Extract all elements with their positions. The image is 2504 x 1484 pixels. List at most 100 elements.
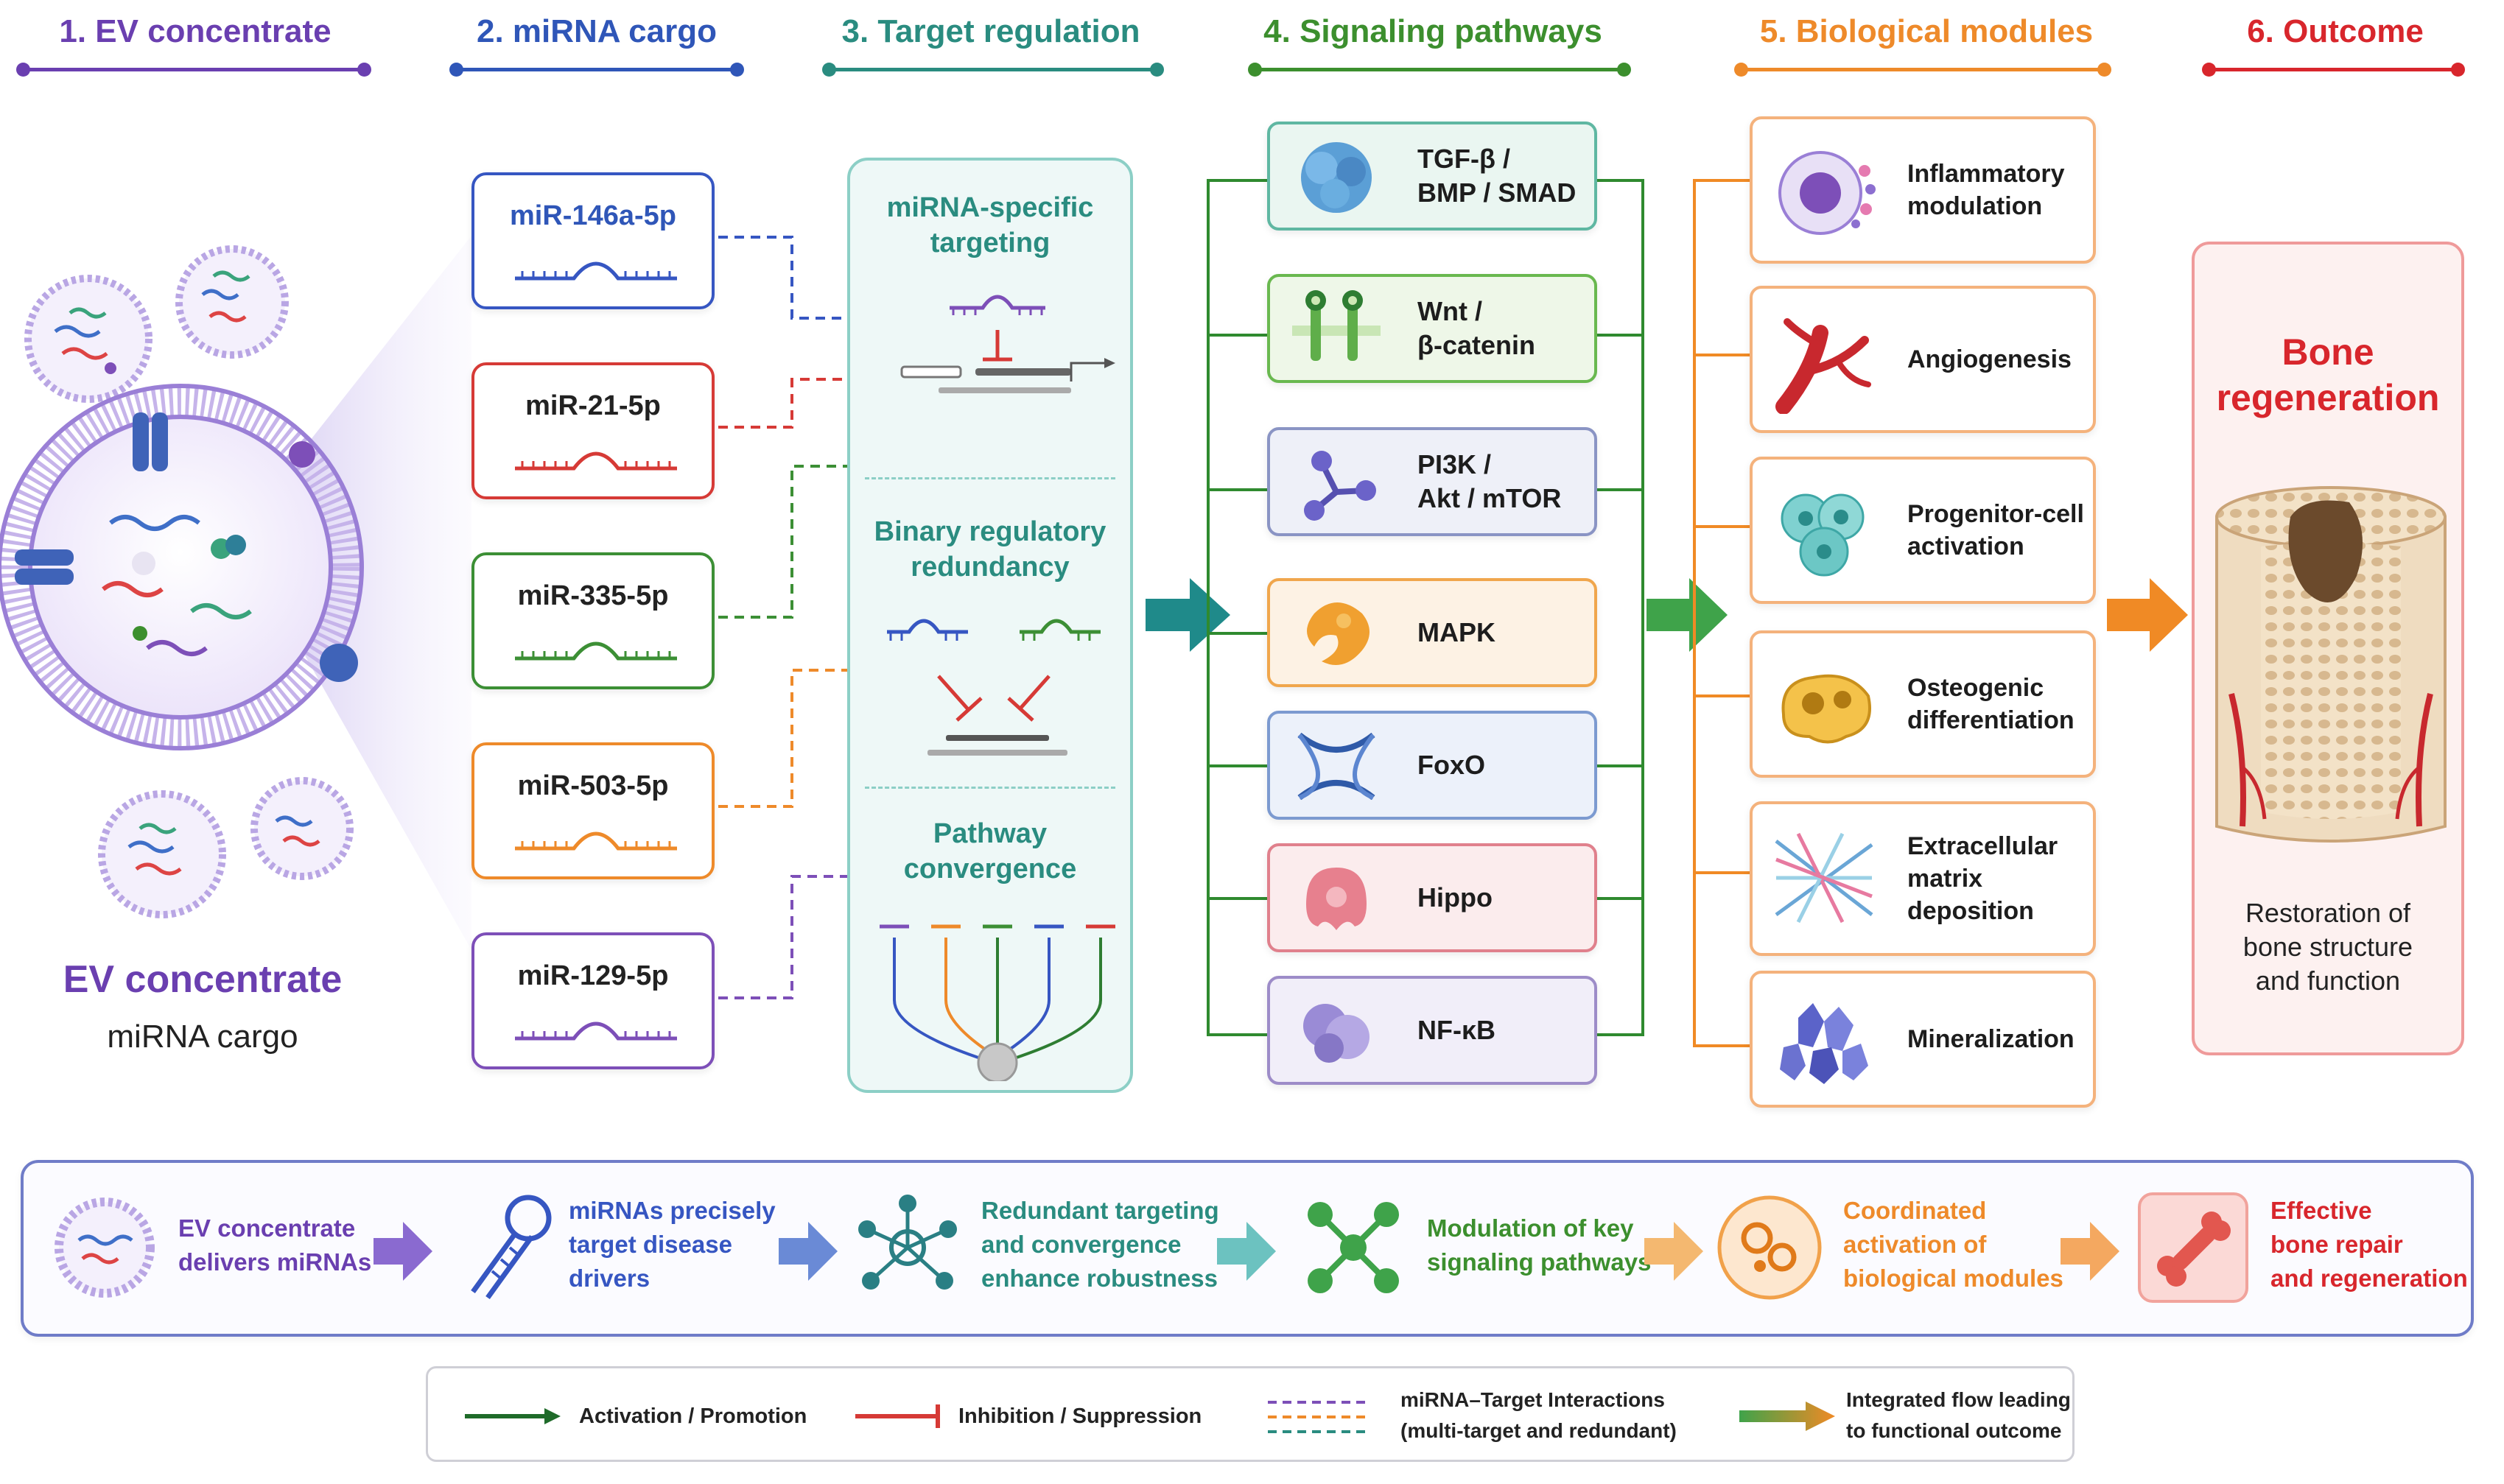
- network-icon: [858, 1195, 957, 1290]
- mirna-box-21: miR-21-5p: [471, 362, 715, 499]
- flow-arrow-orange-icon: [2107, 578, 2188, 652]
- module-label: Mineralization: [1907, 1025, 2075, 1053]
- header-ev-concentrate: 1. EV concentrate: [59, 13, 332, 49]
- module-ecm: Extracellular matrix deposition: [1750, 801, 2096, 956]
- mirna-box-503: miR-503-5p: [471, 742, 715, 879]
- header-line-4: [1248, 63, 1631, 77]
- summary-arrow-icon: [374, 1222, 432, 1281]
- pathway-label: PI3K / Akt / mTOR: [1417, 449, 1562, 513]
- summary-bar: EV concentrate delivers miRNAs miRNAs pr…: [21, 1160, 2474, 1337]
- signaling-node-icon: [1308, 1202, 1399, 1293]
- mirna-label: miR-335-5p: [517, 580, 669, 611]
- mirna-hairpin-icon: [471, 1195, 552, 1300]
- redundancy-icon: [887, 619, 1101, 756]
- outcome-panel: Bone regeneration Restoration of bone st…: [2192, 242, 2464, 1055]
- nfkb-protein-icon: [1303, 1004, 1370, 1063]
- bone-cross-section-icon: [2215, 486, 2447, 843]
- mirna-box-129: miR-129-5p: [471, 932, 715, 1069]
- pathway-wnt: Wnt / β-catenin: [1267, 274, 1597, 383]
- module-angiogenesis: Angiogenesis: [1750, 286, 2096, 433]
- ev-vesicle-icon: [55, 1198, 155, 1298]
- mirna-hairpin-icon: [515, 451, 677, 471]
- summary-step-ev: EV concentrate delivers miRNAs: [178, 1214, 372, 1276]
- pathway-label: FoxO: [1417, 750, 1486, 780]
- outcome-title: Bone regeneration: [2216, 331, 2440, 418]
- inhibition-bar-icon: [855, 1404, 940, 1428]
- mirna-box-146a: miR-146a-5p: [471, 172, 715, 309]
- small-ev-icon: [250, 777, 354, 880]
- osteoblast-icon: [1781, 674, 1871, 744]
- module-label: Angiogenesis: [1907, 345, 2072, 373]
- ecm-fibers-icon: [1775, 832, 1873, 924]
- mirna-hairpin-icon: [515, 641, 677, 661]
- dashed-interaction-icon: [1268, 1401, 1371, 1433]
- pathway-hippo: Hippo: [1267, 843, 1597, 952]
- ev-concentrate-title: EV concentrate: [63, 958, 343, 1001]
- header-target-regulation: 3. Target regulation: [841, 13, 1140, 49]
- summary-step-redundancy: Redundant targeting and convergence enha…: [981, 1197, 1219, 1292]
- mineral-crystals-icon: [1780, 1003, 1868, 1084]
- module-label: Osteogenic differentiation: [1907, 674, 2075, 734]
- section-divider: [865, 477, 1115, 479]
- integrated-flow-arrow-icon: [1739, 1402, 1835, 1431]
- header-line-6: [2202, 63, 2465, 77]
- summary-arrow-icon: [1644, 1222, 1703, 1281]
- dna-helix-icon: [1297, 732, 1375, 801]
- pathway-label: NF-κB: [1417, 1015, 1496, 1045]
- module-inflammatory: Inflammatory modulation: [1750, 116, 2096, 264]
- section-pathway-convergence: Pathway convergence: [903, 818, 1077, 885]
- header-signaling-pathways: 4. Signaling pathways: [1263, 13, 1602, 49]
- mirna-label: miR-146a-5p: [510, 200, 676, 231]
- mirna-hairpin-icon: [515, 1021, 677, 1041]
- large-ev-vesicle-icon: [0, 384, 364, 750]
- summary-arrow-icon: [1217, 1222, 1276, 1281]
- ev-illustration: [0, 236, 471, 950]
- section-mirna-specific-targeting: miRNA-specific targeting: [886, 192, 1094, 259]
- modules-cluster-icon: [1717, 1195, 1822, 1300]
- pathway-mapk: MAPK: [1267, 578, 1597, 687]
- summary-arrow-icon: [779, 1222, 838, 1281]
- legend-integrated-flow: Integrated flow leading to functional ou…: [1846, 1388, 2071, 1442]
- ev-concentrate-subtitle: miRNA cargo: [107, 1019, 298, 1055]
- pathway-nfkb: NF-κB: [1267, 976, 1597, 1085]
- summary-arrow-icon: [2061, 1222, 2119, 1281]
- small-ev-icon: [175, 245, 289, 359]
- mirna-label: miR-129-5p: [517, 960, 669, 991]
- tgf-icon: [1301, 142, 1372, 213]
- activation-arrow-icon: [465, 1408, 561, 1424]
- header-biological-modules: 5. Biological modules: [1759, 13, 2094, 49]
- module-label: Progenitor-cell activation: [1907, 500, 2084, 560]
- progenitor-cells-icon: [1781, 493, 1865, 577]
- module-label: Extracellular matrix deposition: [1907, 832, 2058, 925]
- header-line-3: [822, 63, 1164, 77]
- summary-step-modules: Coordinated activation of biological mod…: [1843, 1197, 2063, 1292]
- legend: Activation / Promotion Inhibition / Supp…: [426, 1366, 2075, 1462]
- pathway-label: MAPK: [1417, 617, 1495, 647]
- pathway-tgf-beta: TGF-β / BMP / SMAD: [1267, 122, 1597, 231]
- mirna-label: miR-503-5p: [517, 770, 669, 801]
- section-divider: [865, 787, 1115, 789]
- pathway-pi3k: PI3K / Akt / mTOR: [1267, 427, 1597, 536]
- pi3k-molecule-icon: [1304, 451, 1376, 521]
- legend-inhibition: Inhibition / Suppression: [958, 1404, 1202, 1428]
- legend-activation: Activation / Promotion: [579, 1404, 807, 1428]
- summary-step-signaling: Modulation of key signaling pathways: [1427, 1214, 1652, 1276]
- pathway-label: Wnt / β-catenin: [1417, 296, 1535, 360]
- small-ev-icon: [24, 275, 152, 403]
- mirna-hairpin-icon: [515, 831, 677, 851]
- pathway-foxo: FoxO: [1267, 711, 1597, 820]
- header-line-1: [16, 63, 371, 77]
- flow-arrow-green-icon: [1646, 578, 1728, 652]
- header-mirna-cargo: 2. miRNA cargo: [476, 13, 717, 49]
- header-line-5: [1734, 63, 2111, 77]
- module-progenitor: Progenitor-cell activation: [1750, 457, 2096, 604]
- target-regulation-panel: miRNA-specific targeting Binary regulato…: [847, 158, 1133, 1093]
- blood-vessel-icon: [1775, 318, 1871, 414]
- mirna-label: miR-21-5p: [525, 390, 661, 421]
- mirna-box-335: miR-335-5p: [471, 552, 715, 689]
- legend-mirna-interactions: miRNA–Target Interactions (multi-target …: [1400, 1388, 1677, 1442]
- pathway-label: Hippo: [1417, 882, 1493, 912]
- module-osteogenic: Osteogenic differentiation: [1750, 630, 2096, 778]
